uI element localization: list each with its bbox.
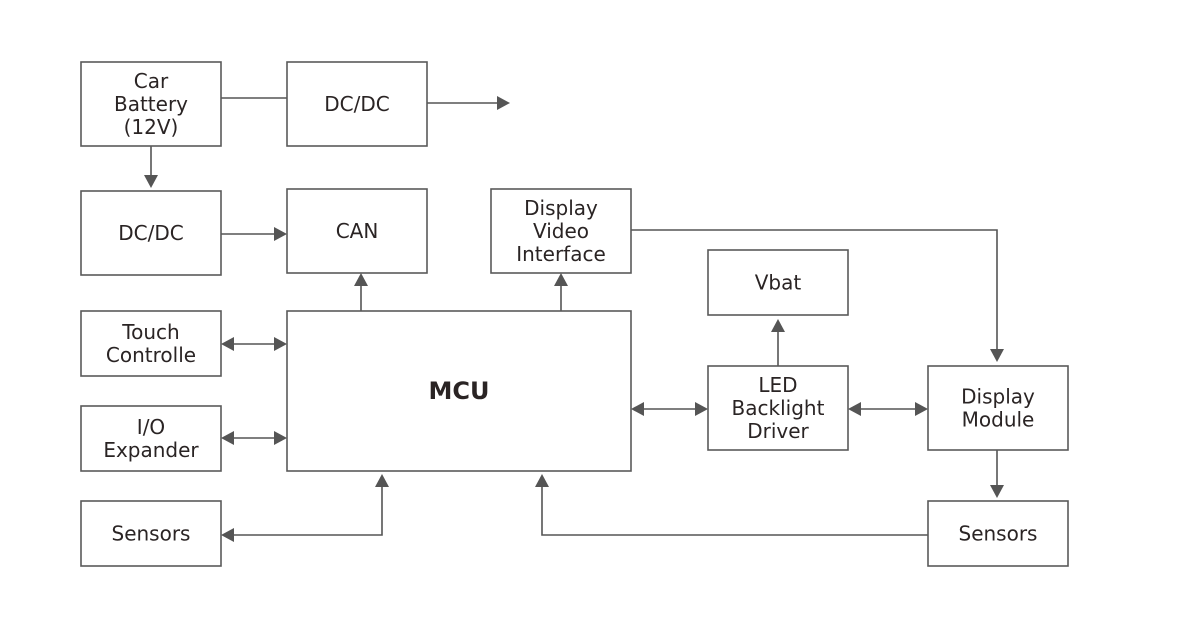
block-label: Touch	[121, 320, 179, 344]
arrowhead-icon	[144, 175, 158, 188]
block-dcdc-left: DC/DC	[80, 190, 222, 276]
block-label: Interface	[516, 242, 606, 266]
wire-dvi-display-module	[631, 229, 998, 352]
block-vbat: Vbat	[707, 249, 849, 316]
block-label: Vbat	[755, 271, 802, 295]
arrowhead-icon	[221, 337, 234, 351]
block-label: Video	[533, 219, 589, 243]
arrowhead-icon	[354, 273, 368, 286]
block-frame	[927, 365, 1069, 451]
arrowhead-icon	[915, 402, 928, 416]
block-label: Driver	[747, 419, 809, 443]
block-frame	[80, 310, 222, 377]
block-label: MCU	[429, 377, 490, 405]
block-label: Car	[134, 69, 169, 93]
block-sensors-right: Sensors	[927, 500, 1069, 567]
block-label: Expander	[103, 438, 199, 462]
arrowhead-icon	[274, 227, 287, 241]
block-frame	[80, 405, 222, 472]
block-frame	[80, 61, 222, 147]
block-label: LED	[758, 373, 797, 397]
block-sensors-left: Sensors	[80, 500, 222, 567]
block-label: Sensors	[112, 522, 191, 546]
block-label: Sensors	[959, 522, 1038, 546]
block-frame	[490, 188, 632, 274]
arrowhead-icon	[554, 273, 568, 286]
block-mcu: MCU	[286, 310, 632, 472]
arrowhead-icon	[375, 474, 389, 487]
arrowhead-icon	[695, 402, 708, 416]
block-label: Controlle	[106, 343, 196, 367]
block-frame	[286, 188, 428, 274]
block-label: (12V)	[124, 115, 179, 139]
arrowhead-icon	[274, 337, 287, 351]
connections	[144, 96, 1004, 542]
arrowhead-icon	[990, 349, 1004, 362]
arrowhead-icon	[535, 474, 549, 487]
wire-mcu-sensors-left	[231, 484, 383, 536]
arrowhead-icon	[497, 96, 510, 110]
block-frame	[80, 190, 222, 276]
block-label: Battery	[114, 92, 188, 116]
arrowhead-icon	[771, 319, 785, 332]
arrowhead-icon	[848, 402, 861, 416]
block-dcdc-top: DC/DC	[286, 61, 428, 147]
block-can: CAN	[286, 188, 428, 274]
block-label: Module	[962, 408, 1035, 432]
block-frame	[707, 365, 849, 451]
block-label: CAN	[336, 219, 379, 243]
block-label: DC/DC	[324, 92, 389, 116]
arrowhead-icon	[631, 402, 644, 416]
arrowhead-icon	[221, 431, 234, 445]
block-label: I/O	[137, 415, 165, 439]
block-label: DC/DC	[118, 221, 183, 245]
block-label: Display	[961, 385, 1035, 409]
arrowhead-icon	[221, 528, 234, 542]
block-frame	[80, 500, 222, 567]
block-label: Backlight	[732, 396, 825, 420]
block-frame	[286, 310, 632, 472]
block-label: Display	[524, 196, 598, 220]
arrowhead-icon	[274, 431, 287, 445]
wire-sensors-right-mcu	[541, 484, 928, 536]
arrowhead-icon	[990, 485, 1004, 498]
block-frame	[927, 500, 1069, 567]
block-frame	[286, 61, 428, 147]
block-frame	[707, 249, 849, 316]
